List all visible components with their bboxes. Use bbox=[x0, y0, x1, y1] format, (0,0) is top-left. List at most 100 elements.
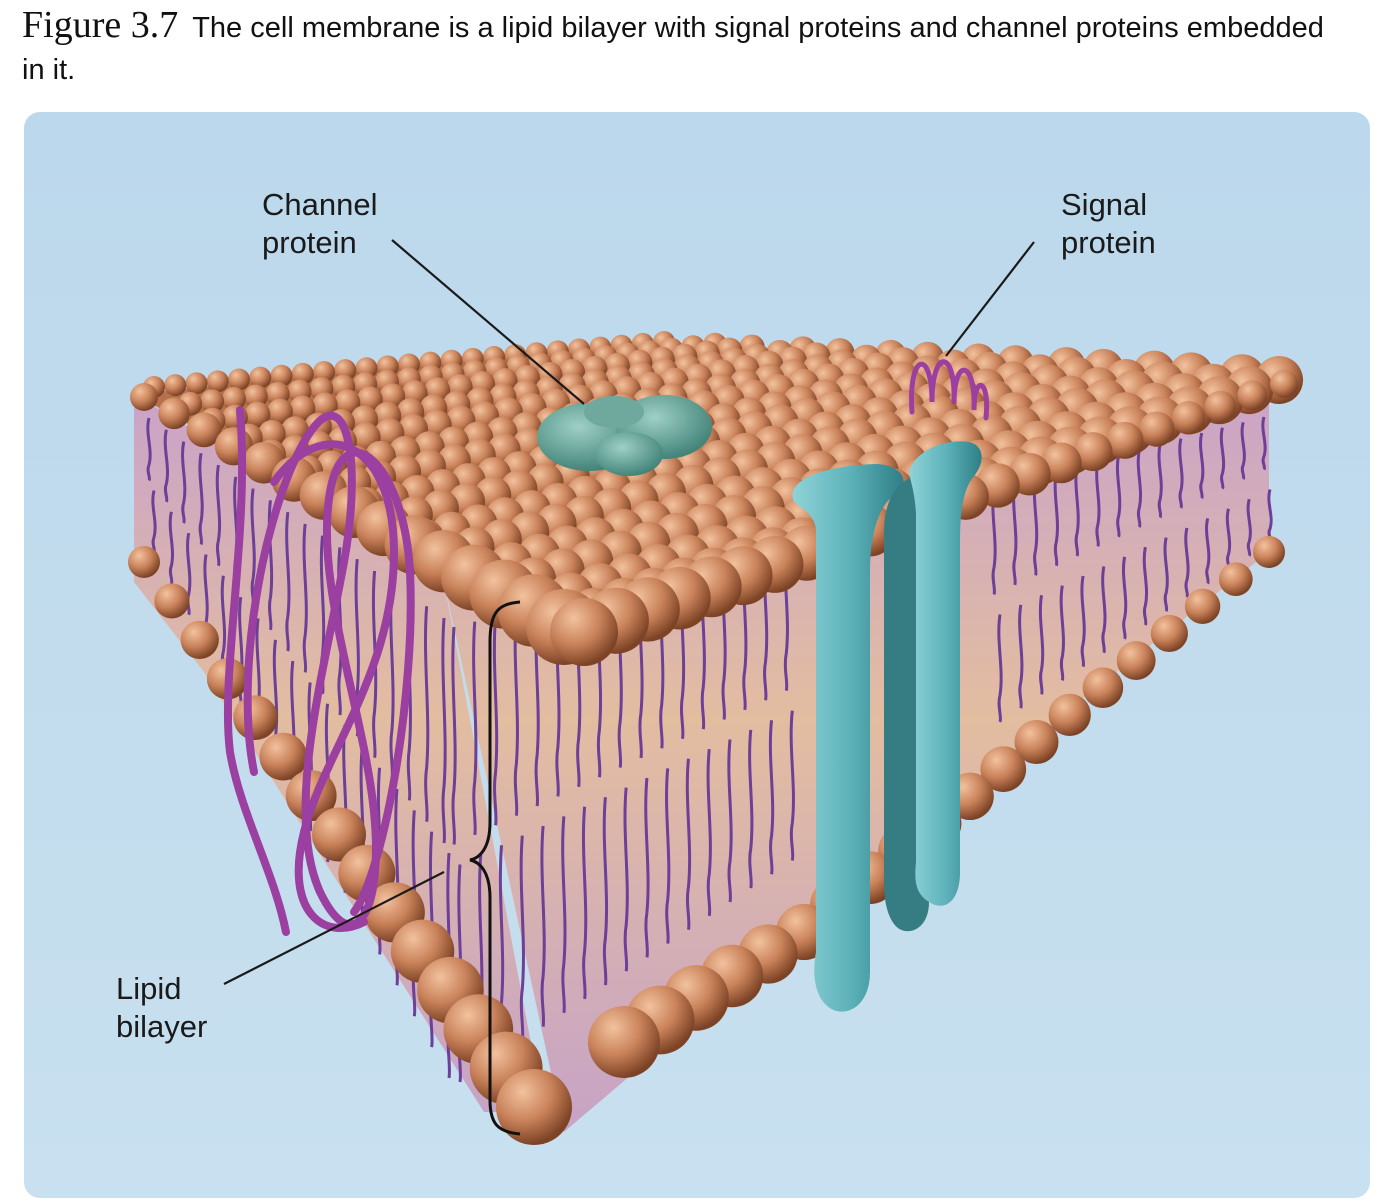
lipid-tail bbox=[1032, 475, 1039, 576]
lipid-tail bbox=[1136, 449, 1143, 528]
lipid-tail bbox=[513, 610, 519, 816]
lipid-tail bbox=[1163, 537, 1169, 612]
lipid-head bbox=[267, 398, 293, 425]
membrane-diagram bbox=[24, 112, 1370, 1198]
lipid-tail bbox=[706, 748, 712, 917]
lipid-head bbox=[1106, 421, 1144, 459]
lipid-head bbox=[233, 695, 278, 740]
lipid-head bbox=[1237, 380, 1268, 411]
figure-number: Figure 3.7 bbox=[22, 4, 179, 46]
lipid-tail bbox=[768, 720, 775, 875]
lipid-head bbox=[1116, 641, 1156, 680]
channel-protein-label-line1: Channel bbox=[262, 187, 378, 222]
lipid-head bbox=[128, 546, 160, 578]
lipid-tail bbox=[623, 787, 629, 972]
coil-strand bbox=[243, 411, 415, 929]
lipid-bilayer-label-line1: Lipid bbox=[116, 971, 182, 1006]
lipid-bilayer-label: Lipid bilayer bbox=[116, 970, 207, 1046]
lipid-head bbox=[180, 620, 219, 659]
lipid-head bbox=[1253, 536, 1285, 568]
lipid-tail bbox=[644, 777, 650, 958]
lipid-tail bbox=[1240, 421, 1246, 480]
coil-strand bbox=[223, 406, 290, 936]
lipid-tail bbox=[215, 464, 222, 567]
lipid-tail bbox=[685, 758, 692, 931]
lipid-tail bbox=[168, 511, 174, 585]
lipid-tail bbox=[1018, 604, 1024, 709]
signal-protein-label-line1: Signal bbox=[1061, 187, 1148, 222]
lipid-head bbox=[550, 598, 618, 666]
lipid-tail bbox=[789, 710, 795, 861]
lipid-tail bbox=[492, 616, 499, 826]
lipid-head bbox=[1073, 432, 1113, 472]
lipid-head bbox=[244, 401, 271, 428]
transmembrane-protein bbox=[792, 441, 982, 1012]
lipid-tail bbox=[991, 486, 997, 596]
lipid-tail bbox=[1157, 443, 1163, 519]
lipid-head bbox=[1184, 588, 1221, 624]
channel-protein-label: Channel protein bbox=[262, 186, 377, 262]
lipid-tail bbox=[186, 532, 192, 616]
signal-protein-loops bbox=[909, 359, 990, 421]
lipid-tail bbox=[997, 614, 1003, 723]
lipid-head bbox=[1014, 720, 1059, 764]
channel-protein-leader bbox=[391, 239, 585, 405]
lipid-head bbox=[186, 412, 222, 448]
lipid-tail bbox=[1184, 527, 1190, 599]
lipid-tail bbox=[451, 626, 457, 845]
lipid-tail bbox=[1115, 454, 1122, 538]
lipid-tail bbox=[151, 490, 157, 554]
lipid-head bbox=[1040, 442, 1082, 484]
lipid-head bbox=[206, 370, 229, 393]
lipid-tail bbox=[285, 511, 291, 652]
lipid-head bbox=[312, 807, 366, 862]
channel-protein-label-line2: protein bbox=[262, 225, 357, 260]
coiled-signal-protein bbox=[223, 406, 415, 936]
lipid-head bbox=[496, 1069, 572, 1145]
lipid-head bbox=[1139, 411, 1175, 447]
figure-caption-text: The cell membrane is a lipid bilayer wit… bbox=[22, 12, 1324, 86]
lipid-bilayer-label-line2: bilayer bbox=[116, 1009, 208, 1044]
lipid-tail bbox=[1012, 481, 1018, 586]
lipid-tail bbox=[1142, 546, 1149, 626]
membrane-illustration: Channel protein Signal protein Lipid bil… bbox=[24, 112, 1370, 1198]
lipid-tail bbox=[1080, 575, 1086, 668]
lipid-tail bbox=[1178, 438, 1184, 509]
lipid-tail bbox=[561, 816, 567, 1014]
lipid-tail bbox=[519, 835, 525, 1041]
lipid-tail bbox=[198, 453, 204, 546]
channel-subunit bbox=[595, 432, 663, 476]
lipid-tail bbox=[540, 825, 546, 1027]
lipid-tail bbox=[424, 606, 430, 822]
lipid-head bbox=[249, 366, 272, 389]
lipid-tail bbox=[1205, 517, 1211, 585]
lipid-tail bbox=[472, 621, 478, 836]
lipid-tail bbox=[146, 417, 152, 482]
lipid-head bbox=[154, 583, 190, 619]
lipid-head bbox=[334, 389, 361, 416]
transmembrane-helix-front bbox=[792, 464, 904, 1012]
signal-protein-leader bbox=[945, 241, 1035, 357]
lipid-head bbox=[185, 372, 208, 395]
lipid-head bbox=[158, 397, 190, 430]
lipid-tail bbox=[1038, 595, 1045, 695]
lipid-tail bbox=[1246, 498, 1252, 557]
lipid-head bbox=[1204, 390, 1237, 423]
lipid-tail bbox=[1053, 470, 1059, 567]
lipid-head bbox=[258, 419, 286, 448]
lipid-tail bbox=[727, 739, 733, 903]
leader-lines bbox=[223, 239, 1035, 985]
lipid-tail bbox=[1101, 566, 1107, 654]
lipid-head bbox=[1082, 667, 1124, 708]
bilayer-bracket bbox=[469, 600, 521, 1136]
lipid-bilayer-leader bbox=[223, 871, 445, 985]
lipid-head bbox=[222, 386, 246, 411]
lipid-tail bbox=[1199, 432, 1205, 500]
transmembrane-helix-right bbox=[909, 441, 982, 906]
lipid-tail bbox=[1059, 585, 1065, 682]
lipid-head bbox=[1270, 370, 1298, 398]
lipid-tail bbox=[181, 441, 187, 524]
lipid-head bbox=[259, 732, 308, 781]
lipid-tail bbox=[371, 570, 378, 759]
lipid-tail bbox=[581, 806, 588, 1000]
